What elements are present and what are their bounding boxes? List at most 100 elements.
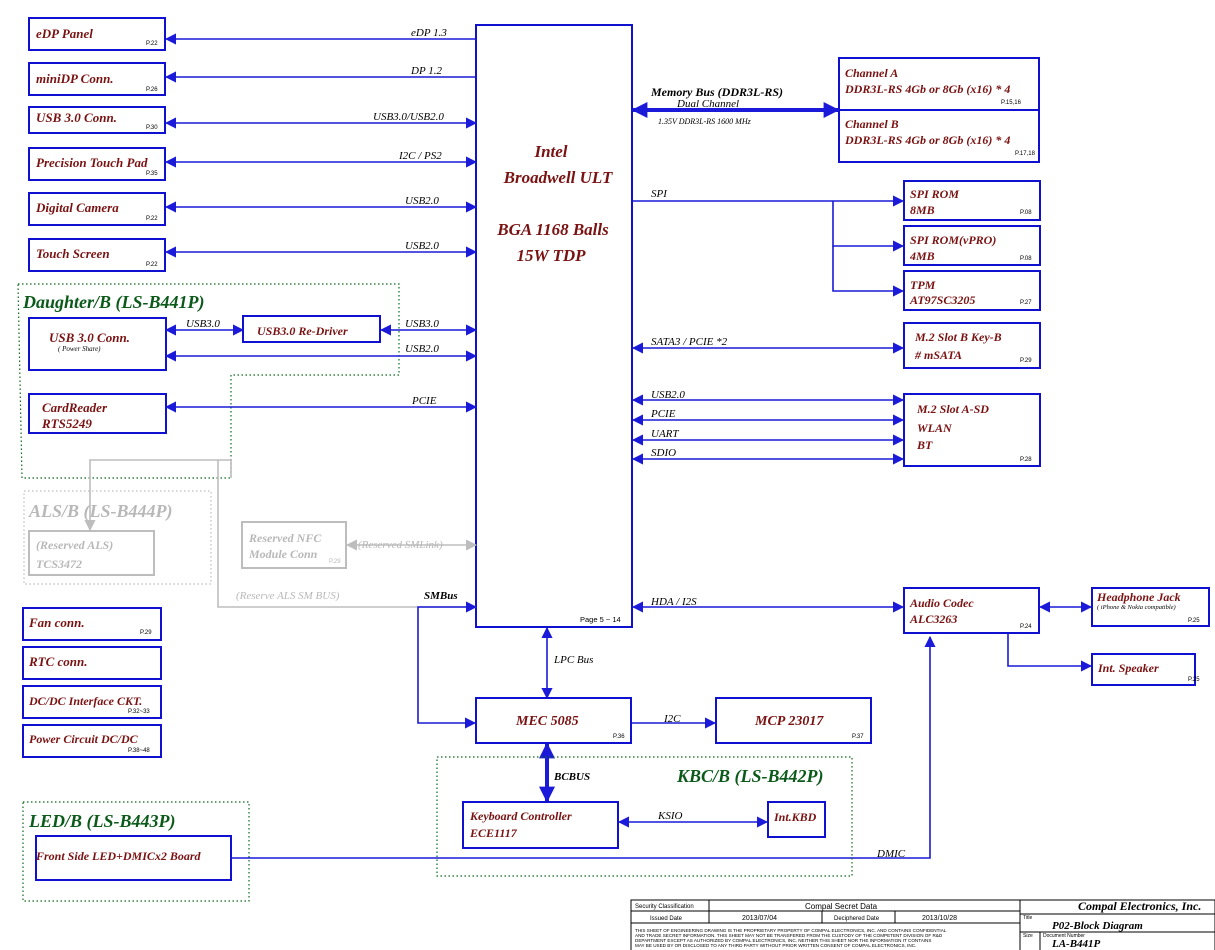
memory-bus-speed: 1.35V DDR3L-RS 1600 MHz [658,117,752,126]
tpm-block: TPM AT97SC3205 P.27 [903,270,1041,311]
nfc-page: P.29 [329,559,341,565]
spi-vpro-label: SPI ROM(vPRO) [910,233,996,247]
int-kbd-block: Int.KBD [767,801,826,838]
cardreader-chip: RTS5249 [41,416,92,431]
mec-label: MEC 5085 [515,714,579,729]
camera-block: Digital Camera P.22 [28,192,166,226]
daughter-usb30-b-label: USB3.0 [405,318,439,330]
nfc-block: Reserved NFC Module Conn P.29 [241,521,347,569]
hda-bus-label: HDA / I2S [650,596,697,608]
tpm-label: TPM [910,278,936,292]
spi-vpro-size: 4MB [909,249,935,263]
camera-label: Digital Camera [35,200,119,215]
memory-channel-a-page: P.15,16 [1001,100,1022,106]
led-board-label: Front Side LED+DMICx2 Board [35,849,202,863]
led-board-title: LED/B (LS-B443P) [28,811,176,832]
cardreader-block: CardReader RTS5249 [28,393,167,434]
fan-conn-page: P.29 [140,630,152,636]
keyboard-controller-block: Keyboard Controller ECE1117 [462,801,619,849]
smbus-label: SMBus [424,590,458,602]
bcbus-label: BCBUS [553,771,590,783]
memory-bus-sub: Dual Channel [676,98,739,110]
notice-line-3: DEPARTMENT EXCEPT AS AUTHORIZED BY COMPA… [635,938,931,943]
memory-channel-b-page: P.17,18 [1015,151,1036,157]
tpm-chip: AT97SC3205 [909,293,975,307]
mec-page: P.36 [613,734,625,740]
dmic-label: DMIC [876,848,906,860]
audio-codec-page: P.24 [1020,624,1032,630]
security-label: Security Classification [635,904,694,910]
spi-tpm-line [832,246,905,297]
usb30-conn-page: P.30 [146,125,158,131]
m2a-slot-label: M.2 Slot A-SD [916,402,989,416]
led-board-region: LED/B (LS-B443P) Front Side LED+DMICx2 B… [22,801,250,902]
cpu-block: Intel Broadwell ULT BGA 1168 Balls 15W T… [475,24,633,628]
memory-channel-b-title: Channel B [845,117,899,131]
touchscreen-page: P.22 [146,262,158,268]
als-board-title: ALS/B (LS-B444P) [28,501,173,522]
usb30-conn-block: USB 3.0 Conn. P.30 [28,106,166,134]
m2a-usb-label: USB2.0 [651,389,685,401]
deciphered-label: Deciphered Date [834,916,880,922]
touchscreen-bus-label: USB2.0 [405,240,439,252]
als-chip-label: TCS3472 [36,557,82,571]
daughter-board-title: Daughter/B (LS-B441P) [22,292,205,313]
speaker-line [1007,633,1093,672]
memory-bus-title: Memory Bus (DDR3L-RS) [650,85,783,99]
daughter-usb-conn-block: USB 3.0 Conn. ( Power Share) [28,317,167,371]
minidp-conn-block: miniDP Conn. P.26 [28,62,166,96]
dcdc-interface-page: P.32~33 [128,709,150,715]
spi-rom-label: SPI ROM [910,187,959,201]
spi-vpro-line [832,201,905,252]
audio-codec-chip: ALC3263 [909,612,957,626]
m2b-slot-sub: # mSATA [914,348,962,362]
ksio-label: KSIO [657,810,683,822]
touchpad-label: Precision Touch Pad [36,155,148,170]
spi-bus-label: SPI [651,188,668,200]
notice-line-4: MAY BE USED BY OR DISCLOSED TO ANY THIRD… [635,943,916,948]
cpu-tdp: 15W TDP [516,246,586,265]
m2b-slot-page: P.29 [1020,358,1032,364]
memory-channel-b-block: Channel B DDR3L-RS 4Gb or 8Gb (x16) * 4 … [838,109,1040,163]
als-board-region: ALS/B (LS-B444P) (Reserved ALS) TCS3472 [23,490,212,585]
kbc-board-title: KBC/B (LS-B442P) [676,766,824,787]
audio-codec-block: Audio Codec ALC3263 P.24 [903,587,1040,634]
als-link-line [84,459,232,532]
minidp-bus-label: DP 1.2 [410,65,442,77]
notice-line-2: AND TRADE SECRET INFORMATION. THIS SHEET… [635,933,943,938]
power-circuit-label: Power Circuit DC/DC [29,732,139,746]
nfc-label-2: Module Conn [248,547,318,561]
mcp-page: P.37 [852,734,864,740]
title-label: Title [1023,915,1032,921]
m2a-wlan-label: WLAN [917,421,953,435]
dcdc-interface-block: DC/DC Interface CKT. P.32~33 [22,685,162,719]
size-label: Size [1023,933,1033,939]
spi-rom-size: 8MB [910,203,935,217]
mec-block: MEC 5085 P.36 [475,697,632,744]
docnum-value: LA-B441P [1051,938,1101,950]
memory-channel-a-block: Channel A DDR3L-RS 4Gb or 8Gb (x16) * 4 … [838,57,1040,111]
touchpad-bus-label: I2C / PS2 [398,150,442,162]
company-name: Compal Electronics, Inc. [1078,899,1201,913]
m2a-uart-label: UART [651,428,679,440]
title-block: Security Classification Compal Secret Da… [630,899,1215,950]
docnum-label: Document Number [1043,933,1085,939]
redriver-label: USB3.0 Re-Driver [257,324,348,338]
camera-bus-label: USB2.0 [405,195,439,207]
spi-vpro-block: SPI ROM(vPRO) 4MB P.08 [903,225,1041,266]
cpu-name: Broadwell ULT [503,168,613,187]
spi-rom-page: P.08 [1020,210,1032,216]
daughter-board-region: Daughter/B (LS-B441P) [17,283,400,479]
headphone-jack-label: Headphone Jack [1096,590,1181,604]
int-speaker-page: P.25 [1188,677,1200,683]
power-circuit-block: Power Circuit DC/DC P.38~48 [22,724,162,758]
daughter-usb-conn-label: USB 3.0 Conn. [49,330,130,345]
audio-codec-label: Audio Codec [909,596,974,610]
issued-value: 2013/07/04 [742,915,777,922]
int-speaker-block: Int. Speaker P.25 [1091,653,1200,686]
edp-panel-label: eDP Panel [36,26,93,41]
m2a-slot-block: M.2 Slot A-SD WLAN BT P.28 [903,393,1041,467]
spi-rom-block: SPI ROM 8MB P.08 [903,180,1041,221]
spi-vpro-page: P.08 [1020,256,1032,262]
